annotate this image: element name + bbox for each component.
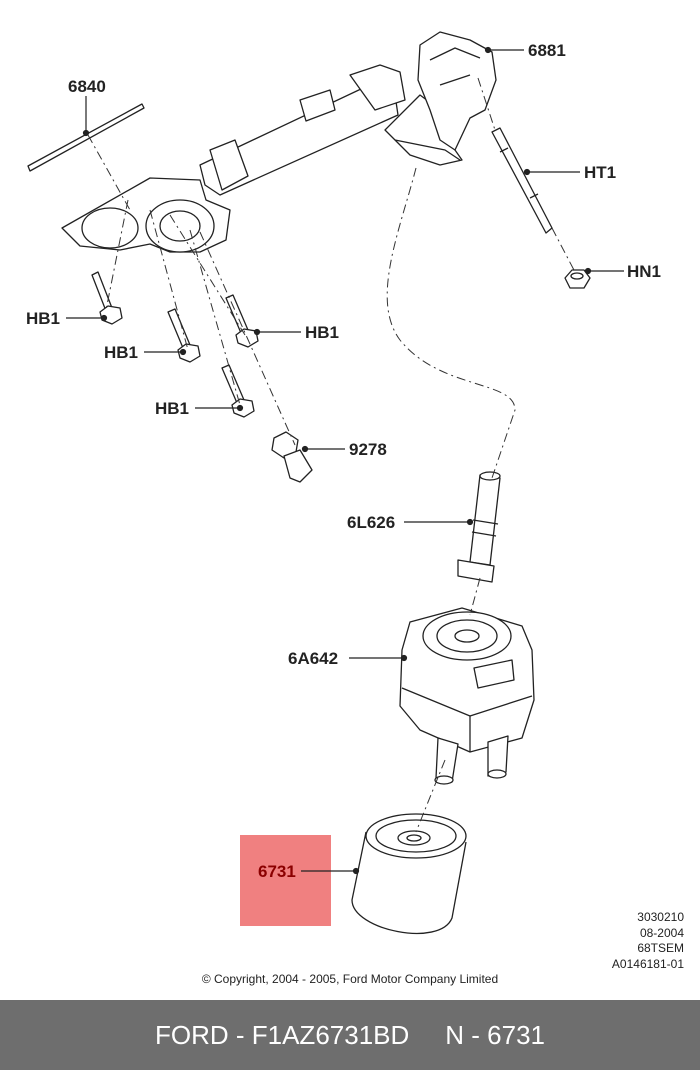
oil-cooler-6a642 bbox=[399, 607, 535, 785]
stud-ht1 bbox=[491, 127, 553, 234]
oil-cooler-tube-6l626 bbox=[457, 471, 501, 583]
callout-hb1-middle: HB1 bbox=[104, 343, 138, 362]
oil-pressure-sensor-9278 bbox=[271, 431, 313, 483]
oil-pickup-assembly-6881 bbox=[61, 31, 497, 253]
drawing-number: 3030210 bbox=[637, 910, 684, 924]
callout-6840: 6840 bbox=[68, 77, 106, 96]
part-footer-bar: FORD - F1AZ6731BD N - 6731 bbox=[0, 1000, 700, 1070]
drawing-reference-block: 3030210 08-2004 68TSEM A0146181-01 bbox=[612, 910, 684, 972]
bolt-hb1-3 bbox=[225, 294, 259, 348]
callout-6a642: 6A642 bbox=[288, 649, 338, 668]
callout-hb1-lower: HB1 bbox=[155, 399, 189, 418]
part-reference: N - 6731 bbox=[445, 1019, 546, 1050]
exploded-parts-diagram: 6840 6881 HT1 HN1 HB1 HB1 HB1 HB1 9278 6… bbox=[26, 31, 661, 935]
callout-9278: 9278 bbox=[349, 440, 387, 459]
callout-6881: 6881 bbox=[528, 41, 566, 60]
callout-6l626: 6L626 bbox=[347, 513, 395, 532]
callout-ht1: HT1 bbox=[584, 163, 616, 182]
gasket-6840 bbox=[27, 103, 145, 172]
alignment-lines bbox=[87, 77, 576, 833]
bolt-hb1-2 bbox=[167, 308, 201, 363]
callout-hb1-left: HB1 bbox=[26, 309, 60, 328]
nut-hn1 bbox=[564, 269, 591, 289]
drawing-date: 08-2004 bbox=[639, 925, 684, 940]
callout-hn1: HN1 bbox=[627, 262, 661, 281]
bolt-hb1-1 bbox=[91, 271, 123, 325]
copyright-notice: © Copyright, 2004 - 2005, Ford Motor Com… bbox=[201, 972, 499, 986]
part-number: FORD - F1AZ6731BD bbox=[154, 1019, 410, 1050]
drawing-code: 68TSEM bbox=[637, 941, 684, 955]
oil-filter-6731 bbox=[351, 813, 467, 935]
highlight-box-6731 bbox=[240, 835, 331, 926]
callout-6731: 6731 bbox=[258, 862, 296, 881]
leader-lines bbox=[66, 46, 624, 875]
callout-hb1-right: HB1 bbox=[305, 323, 339, 342]
drawing-id: A0146181-01 bbox=[611, 956, 684, 971]
callout-labels: 6840 6881 HT1 HN1 HB1 HB1 HB1 HB1 9278 6… bbox=[26, 41, 661, 881]
